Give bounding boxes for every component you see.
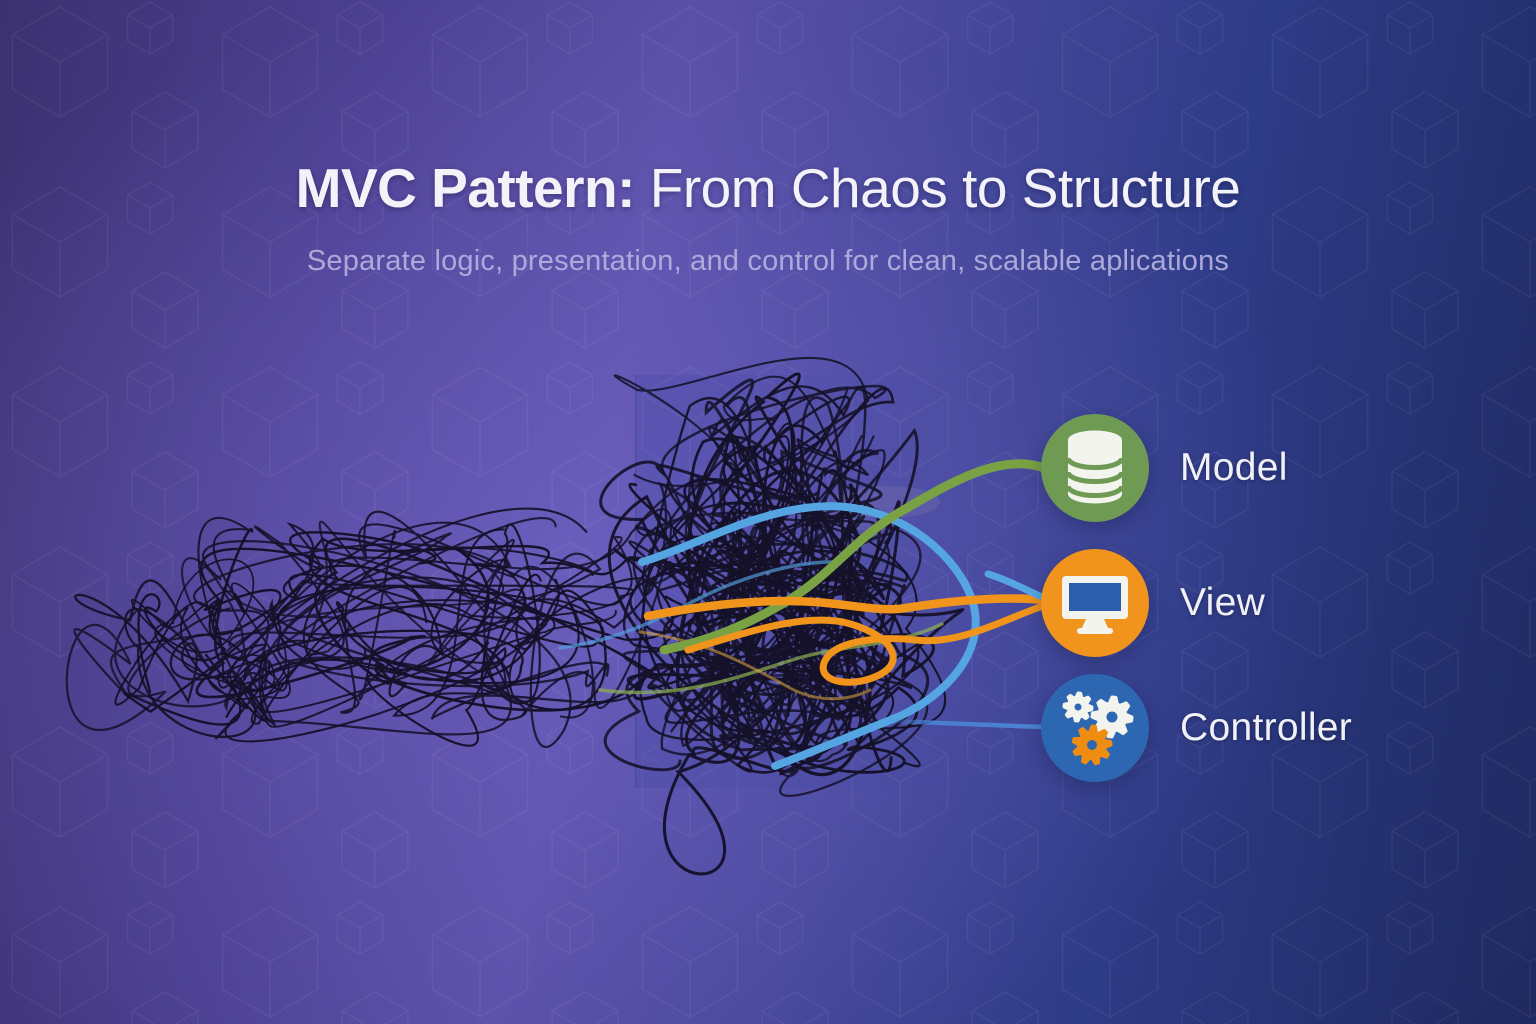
controller-connector-line <box>887 718 1046 730</box>
gears-icon <box>1062 691 1134 766</box>
monitor-icon <box>1062 576 1128 634</box>
model-connector-line <box>659 459 1049 655</box>
view-blue-tip <box>984 570 1046 601</box>
connector-strands <box>638 459 1049 770</box>
page-title: MVC Pattern: From Chaos to Structure <box>0 158 1536 219</box>
model-label: Model <box>1180 446 1288 489</box>
node-model: Model <box>1041 414 1288 522</box>
database-icon <box>1065 430 1125 504</box>
node-controller: Controller <box>1041 674 1352 782</box>
page-subtitle: Separate logic, presentation, and contro… <box>306 244 1230 277</box>
node-view: View <box>1041 549 1265 657</box>
controller-label: Controller <box>1180 706 1353 749</box>
title-emphasis: MVC Pattern: <box>295 157 636 219</box>
chaos-tangle-scribble <box>65 357 965 876</box>
view-connector-line <box>643 594 1048 621</box>
view-label: View <box>1180 581 1266 624</box>
view-connector-loop <box>684 602 1047 686</box>
title-rest: From Chaos to Structure <box>634 157 1241 219</box>
view-circle <box>1041 549 1149 657</box>
model-circle <box>1041 414 1149 522</box>
header: MVC Pattern: From Chaos to Structure Sep… <box>0 158 1536 278</box>
controller-circle <box>1041 674 1149 782</box>
